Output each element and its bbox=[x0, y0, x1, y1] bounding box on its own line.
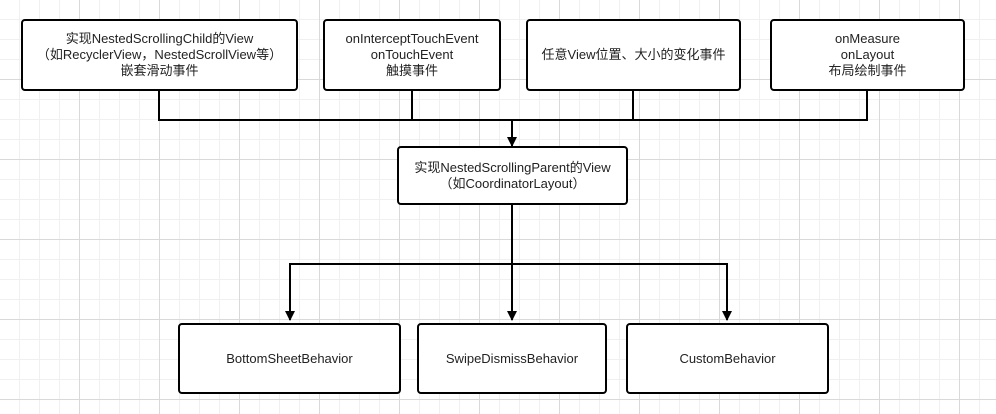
source-1-line-3: 嵌套滑动事件 bbox=[120, 63, 199, 78]
source-4-line-1: onMeasure bbox=[834, 31, 901, 46]
source-4-line-2: onLayout bbox=[840, 47, 895, 62]
source-2-line-3: 触摸事件 bbox=[385, 63, 438, 78]
source-3-line-1: 任意View位置、大小的变化事件 bbox=[541, 47, 726, 62]
behavior-2-label: SwipeDismissBehavior bbox=[445, 350, 579, 366]
behavior-box-custom[interactable]: CustomBehavior bbox=[626, 323, 829, 394]
source-box-view-change-events[interactable]: 任意View位置、大小的变化事件 bbox=[526, 19, 741, 91]
source-2-line-1: onInterceptTouchEvent bbox=[345, 31, 479, 46]
behavior-box-swipe-dismiss[interactable]: SwipeDismissBehavior bbox=[417, 323, 607, 394]
source-1-line-2: （如RecyclerView，NestedScrollView等） bbox=[36, 47, 283, 62]
source-2-line-2: onTouchEvent bbox=[370, 47, 454, 62]
source-1-line-1: 实现NestedScrollingChild的View bbox=[65, 31, 254, 46]
parent-line-2: （如CoordinatorLayout） bbox=[439, 175, 586, 191]
source-box-layout-events[interactable]: onMeasure onLayout 布局绘制事件 bbox=[770, 19, 965, 91]
behavior-box-bottom-sheet[interactable]: BottomSheetBehavior bbox=[178, 323, 401, 394]
behavior-1-label: BottomSheetBehavior bbox=[226, 350, 353, 366]
behavior-3-label: CustomBehavior bbox=[679, 350, 776, 366]
source-4-line-3: 布局绘制事件 bbox=[828, 63, 907, 78]
source-box-nested-scrolling-child[interactable]: 实现NestedScrollingChild的View （如RecyclerVi… bbox=[21, 19, 298, 91]
parent-box-nested-scrolling-parent[interactable]: 实现NestedScrollingParent的View （如Coordinat… bbox=[397, 146, 628, 205]
source-box-touch-events[interactable]: onInterceptTouchEvent onTouchEvent 触摸事件 bbox=[323, 19, 501, 91]
parent-line-1: 实现NestedScrollingParent的View bbox=[414, 159, 611, 175]
